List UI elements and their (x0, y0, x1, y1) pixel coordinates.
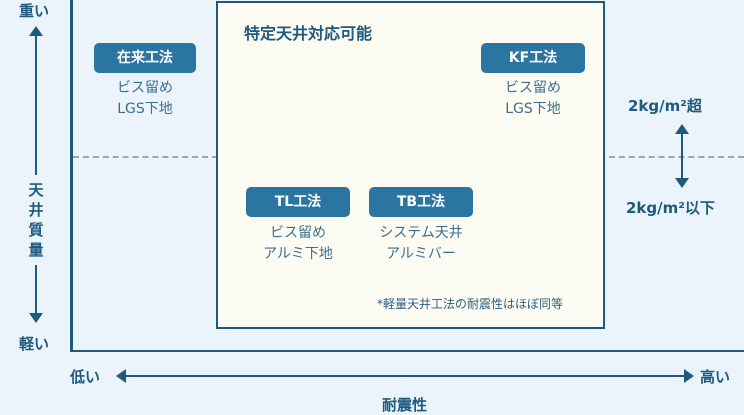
x-axis-line (70, 350, 744, 352)
x-axis-left-label: 低い (70, 368, 101, 386)
y-axis-arrow-up (29, 26, 43, 175)
footnote: *軽量天井工法の耐震性はほぼ同等 (377, 297, 564, 311)
y-axis-bottom-label: 軽い (18, 335, 49, 353)
method-badge-tb: TB工法 (369, 187, 473, 217)
x-axis-double-arrow (116, 369, 694, 383)
region-title: 特定天井対応可能 (244, 24, 373, 43)
y-axis-top-label: 重い (18, 2, 49, 20)
method-desc-tb: システム天井 アルミバー (355, 223, 487, 265)
method-badge-kf: KF工法 (481, 43, 585, 73)
x-axis-right-label: 高い (700, 368, 731, 386)
method-desc-line: アルミ下地 (263, 246, 333, 262)
method-desc-line: ビス留め (270, 225, 326, 241)
method-desc-line: LGS下地 (117, 101, 173, 117)
y-axis-title-char: 天 (28, 181, 44, 199)
method-badge-conventional: 在来工法 (94, 43, 196, 73)
method-desc-line: システム天井 (379, 225, 463, 241)
y-axis-arrow-down (29, 265, 43, 323)
method-desc-line: LGS下地 (505, 101, 561, 117)
x-axis-title: 耐震性 (382, 396, 428, 414)
method-desc-tl: ビス留め アルミ下地 (236, 223, 360, 265)
y-axis-line (70, 0, 73, 352)
y-axis-title-char: 質 (28, 221, 44, 239)
method-badge-tl: TL工法 (246, 187, 350, 217)
weight-above-label: 2kg/m²超 (628, 97, 702, 115)
method-desc-line: ビス留め (117, 80, 173, 96)
y-axis-title-char: 量 (28, 241, 44, 259)
method-desc-conventional: ビス留め LGS下地 (94, 78, 196, 120)
weight-below-label: 2kg/m²以下 (626, 199, 715, 217)
y-axis-title: 天 井 質 量 (26, 180, 46, 260)
y-axis-title-char: 井 (28, 201, 44, 219)
method-desc-kf: ビス留め LGS下地 (481, 78, 585, 120)
method-desc-line: ビス留め (505, 80, 561, 96)
weight-double-arrow (675, 124, 689, 188)
method-desc-line: アルミバー (386, 246, 456, 262)
